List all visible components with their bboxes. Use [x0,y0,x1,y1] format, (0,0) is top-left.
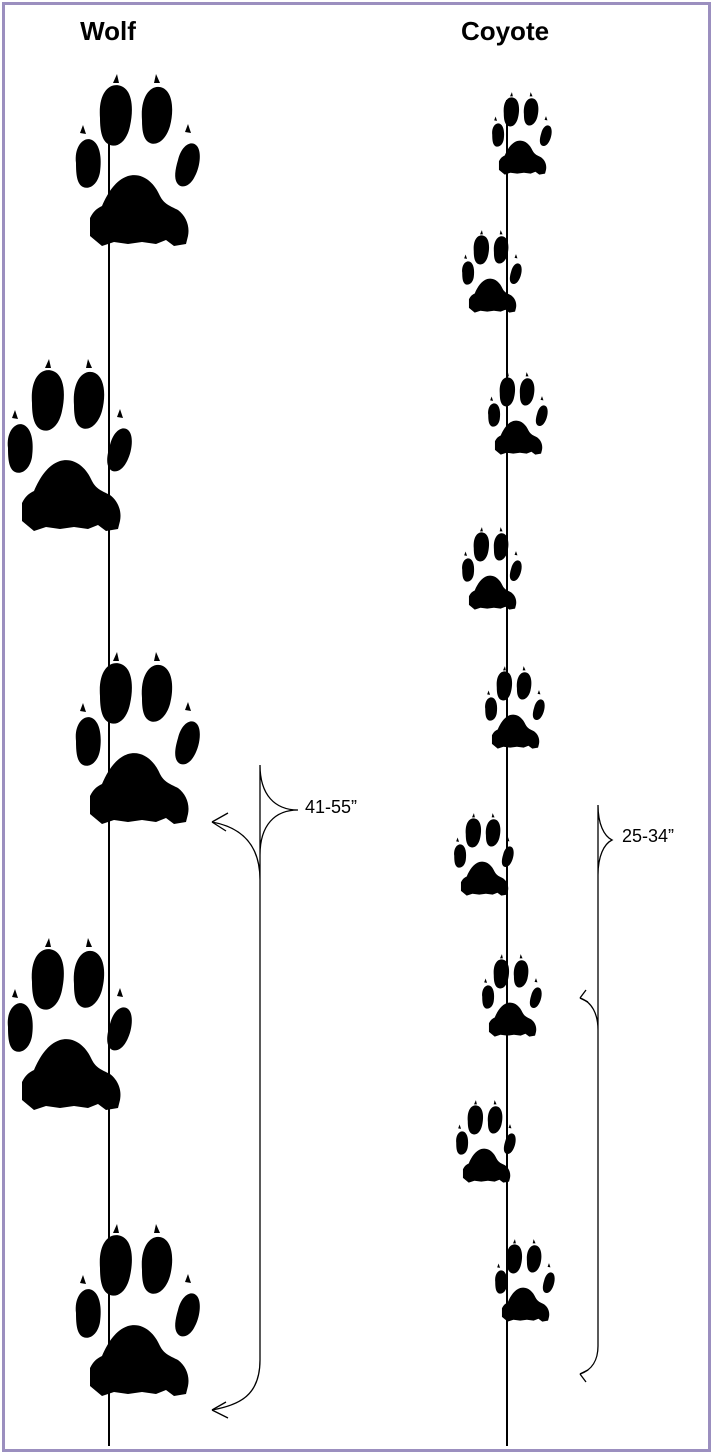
coyote-stride-brace [579,804,614,1383]
wolf-print [7,359,132,531]
coyote-prints [454,92,555,1322]
coyote-print [454,813,514,896]
coyote-print [462,230,522,313]
coyote-print [462,527,522,610]
coyote-print [482,954,542,1037]
wolf-stride-label: 41-55” [305,797,358,817]
coyote-print [485,666,545,749]
wolf-print [7,938,132,1110]
coyote-print [492,92,552,175]
wolf-prints [7,74,200,1396]
coyote-column-title: Coyote [460,16,550,46]
wolf-print [75,1224,200,1396]
wolf-stride-brace [211,764,299,1419]
coyote-print [488,372,548,455]
wolf-print [75,74,200,246]
wolf-column-title: Wolf [80,16,136,46]
wolf-print [75,652,200,824]
coyote-stride-label: 25-34” [622,826,675,846]
coyote-print [495,1239,555,1322]
